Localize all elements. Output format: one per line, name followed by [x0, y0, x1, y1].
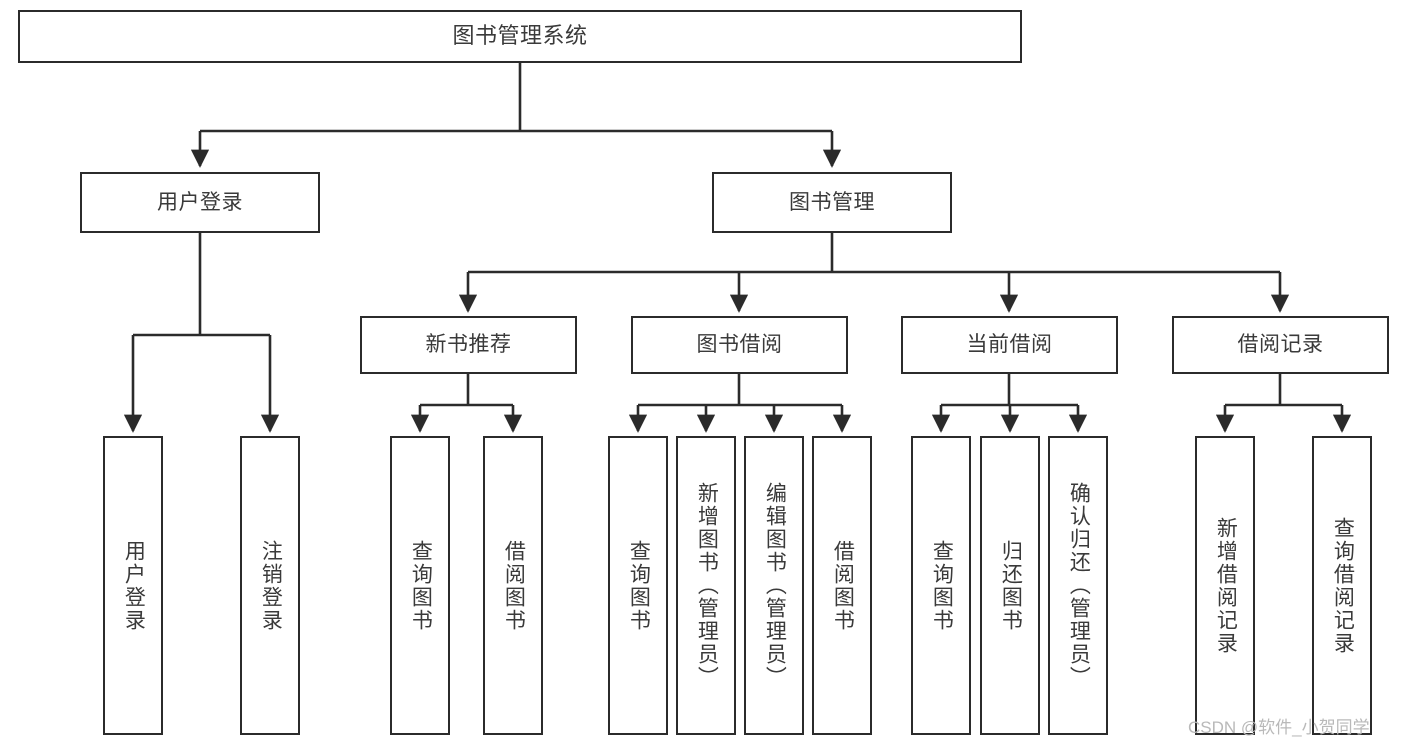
node-borrow-record-label: 借阅记录 [1237, 333, 1324, 357]
node-leaf-borrow-book-1[interactable]: 借阅图书 [483, 436, 543, 735]
csdn-watermark: CSDN @软件_小贺同学 [1188, 718, 1370, 737]
node-leaf-query-book-3-label: 查询图书 [930, 539, 954, 632]
node-leaf-add-book-label: 新增图书（管理员） [695, 482, 719, 689]
node-leaf-confirm-return[interactable]: 确认归还（管理员） [1048, 436, 1108, 735]
node-leaf-query-book-1[interactable]: 查询图书 [390, 436, 450, 735]
node-current-borrow-label: 当前借阅 [966, 333, 1053, 357]
node-root[interactable]: 图书管理系统 [18, 10, 1022, 63]
node-leaf-edit-book-label: 编辑图书（管理员） [763, 482, 787, 689]
node-leaf-return-book[interactable]: 归还图书 [980, 436, 1040, 735]
node-current-borrow[interactable]: 当前借阅 [901, 316, 1118, 374]
node-leaf-borrow-book-2[interactable]: 借阅图书 [812, 436, 872, 735]
node-leaf-add-record-label: 新增借阅记录 [1214, 516, 1238, 655]
node-leaf-user-login[interactable]: 用户登录 [103, 436, 163, 735]
node-user-login[interactable]: 用户登录 [80, 172, 320, 233]
node-leaf-user-logout[interactable]: 注销登录 [240, 436, 300, 735]
node-leaf-query-book-2[interactable]: 查询图书 [608, 436, 668, 735]
node-leaf-borrow-book-2-label: 借阅图书 [831, 539, 855, 632]
node-leaf-query-book-1-label: 查询图书 [409, 539, 433, 632]
node-leaf-return-book-label: 归还图书 [999, 539, 1023, 632]
node-book-manage-label: 图书管理 [789, 190, 875, 214]
node-new-book-recommend[interactable]: 新书推荐 [360, 316, 577, 374]
node-leaf-borrow-book-1-label: 借阅图书 [502, 539, 526, 632]
node-leaf-user-logout-label: 注销登录 [259, 539, 283, 632]
node-leaf-query-book-3[interactable]: 查询图书 [911, 436, 971, 735]
node-book-manage[interactable]: 图书管理 [712, 172, 952, 233]
node-new-book-recommend-label: 新书推荐 [425, 333, 512, 357]
node-book-borrow[interactable]: 图书借阅 [631, 316, 848, 374]
node-leaf-confirm-return-label: 确认归还（管理员） [1067, 482, 1091, 689]
node-leaf-edit-book[interactable]: 编辑图书（管理员） [744, 436, 804, 735]
node-book-borrow-label: 图书借阅 [696, 333, 783, 357]
node-borrow-record[interactable]: 借阅记录 [1172, 316, 1389, 374]
node-leaf-query-record[interactable]: 查询借阅记录 [1312, 436, 1372, 735]
node-leaf-add-record[interactable]: 新增借阅记录 [1195, 436, 1255, 735]
node-leaf-query-book-2-label: 查询图书 [627, 539, 651, 632]
node-leaf-add-book[interactable]: 新增图书（管理员） [676, 436, 736, 735]
node-root-label: 图书管理系统 [452, 23, 588, 49]
node-user-login-label: 用户登录 [157, 190, 243, 214]
node-leaf-user-login-label: 用户登录 [122, 539, 146, 632]
node-leaf-query-record-label: 查询借阅记录 [1331, 516, 1355, 655]
